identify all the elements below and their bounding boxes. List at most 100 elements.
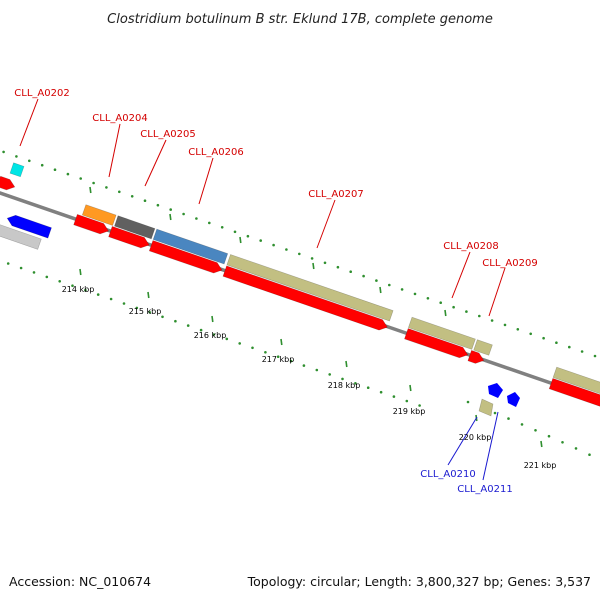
tick-mark: [312, 262, 315, 270]
upper-tick-dot: [92, 181, 95, 185]
upper-tick-dot: [465, 310, 468, 313]
leader-line: [482, 411, 499, 481]
lower-tick-dot: [264, 351, 267, 354]
leader-line: [144, 139, 167, 187]
lower-tick-dot: [547, 434, 551, 438]
gene-label-cll-a0204: CLL_A0204: [92, 113, 147, 124]
upper-tick-dot: [413, 292, 417, 296]
cds-red-arrow: [0, 175, 16, 191]
gene-cyan: [9, 162, 25, 178]
gene-lightgray: [0, 224, 42, 250]
lower-tick-dot: [520, 423, 524, 426]
upper-tick-dot: [375, 279, 378, 282]
tick-mark: [147, 291, 150, 299]
upper-tick-dot: [169, 208, 172, 211]
lower-tick-dot: [6, 262, 10, 265]
upper-tick-dot: [529, 332, 532, 336]
upper-tick-dot: [53, 168, 57, 171]
lower-tick-dot: [354, 382, 357, 385]
gene-khaki: [408, 316, 476, 350]
upper-tick-dot: [568, 345, 571, 349]
upper-tick-dot: [452, 305, 455, 309]
leader-line: [451, 251, 471, 299]
lower-tick-dot: [109, 297, 113, 301]
tick-label-218-kbp: 218 kbp: [328, 381, 361, 390]
upper-tick-dot: [233, 230, 237, 234]
tick-mark: [345, 360, 348, 368]
gene-label-cll-a0210: CLL_A0210: [420, 469, 475, 480]
lower-tick-dot: [534, 429, 537, 432]
gene-orange: [81, 204, 117, 226]
upper-tick-dot: [478, 314, 481, 318]
lower-tick-dot: [418, 404, 421, 407]
tick-label-220-kbp: 220 kbp: [459, 433, 492, 442]
lower-tick-dot: [588, 453, 591, 457]
lower-tick-dot: [238, 342, 241, 345]
upper-tick-dot: [555, 341, 558, 345]
upper-tick-dot: [118, 190, 121, 194]
tick-mark: [444, 309, 447, 317]
lower-tick-dot: [366, 386, 370, 390]
upper-tick-dot: [336, 265, 340, 269]
upper-tick-dot: [66, 172, 70, 176]
tick-label-219-kbp: 219 kbp: [393, 407, 426, 416]
cds-red-arrow: [222, 265, 388, 331]
upper-tick-dot: [28, 159, 31, 163]
upper-tick-dot: [272, 243, 275, 247]
upper-tick-dot: [580, 350, 584, 353]
lower-tick-dot: [493, 411, 497, 415]
tick-mark: [89, 186, 92, 194]
upper-tick-dot: [439, 301, 443, 305]
lower-tick-dot: [302, 364, 306, 367]
tick-label-216-kbp: 216 kbp: [194, 331, 227, 340]
lower-tick-dot: [19, 266, 23, 270]
upper-tick-dot: [349, 270, 353, 274]
gene-label-cll-a0209: CLL_A0209: [482, 258, 537, 269]
cds-red-arrow: [467, 350, 485, 364]
cds-blue-arrow: [6, 214, 52, 239]
lower-tick-dot: [379, 390, 383, 394]
lower-tick-dot: [574, 447, 578, 450]
lower-tick-dot: [148, 311, 151, 314]
tick-label-214-kbp: 214 kbp: [62, 285, 95, 294]
gene-darkgray: [114, 215, 156, 240]
genome-summary-text: Topology: circular; Length: 3,800,327 bp…: [247, 574, 591, 589]
gene-steelblue: [152, 228, 229, 265]
tick-label-215-kbp: 215 kbp: [129, 307, 162, 316]
lower-tick-dot: [71, 284, 74, 288]
gene-label-cll-a0208: CLL_A0208: [443, 241, 498, 252]
leader-line: [488, 267, 506, 317]
upper-tick-dot: [542, 336, 545, 340]
upper-tick-dot: [593, 354, 597, 358]
upper-tick-dot: [516, 328, 520, 331]
upper-tick-dot: [362, 274, 365, 278]
leader-line: [19, 98, 39, 147]
tick-mark: [79, 268, 82, 276]
gene-khaki: [226, 254, 394, 322]
genome-title: Clostridium botulinum B str. Eklund 17B,…: [107, 12, 493, 27]
cds-blue-small: [488, 383, 503, 398]
gene-khaki: [552, 366, 600, 394]
tick-mark: [169, 213, 172, 221]
gene-label-cll-a0202: CLL_A0202: [14, 88, 69, 99]
upper-tick-dot: [490, 319, 494, 322]
upper-tick-dot: [323, 261, 327, 265]
lower-tick-dot: [45, 275, 49, 279]
upper-tick-dot: [130, 195, 134, 198]
upper-tick-dot: [246, 234, 250, 238]
tick-mark: [409, 384, 412, 392]
upper-tick-dot: [15, 155, 18, 158]
lower-tick-dot: [225, 337, 229, 341]
tick-mark: [211, 315, 214, 323]
lower-tick-dot: [276, 355, 280, 359]
gene-label-cll-a0206: CLL_A0206: [188, 147, 243, 158]
lower-tick-dot: [328, 373, 332, 376]
accession-text: Accession: NC_010674: [9, 574, 151, 589]
lower-tick-dot: [96, 293, 100, 296]
lower-tick-dot: [161, 315, 164, 319]
gene-khaki: [473, 339, 493, 356]
lower-tick-dot: [561, 441, 564, 444]
gene-label-cll-a0211: CLL_A0211: [457, 484, 512, 495]
